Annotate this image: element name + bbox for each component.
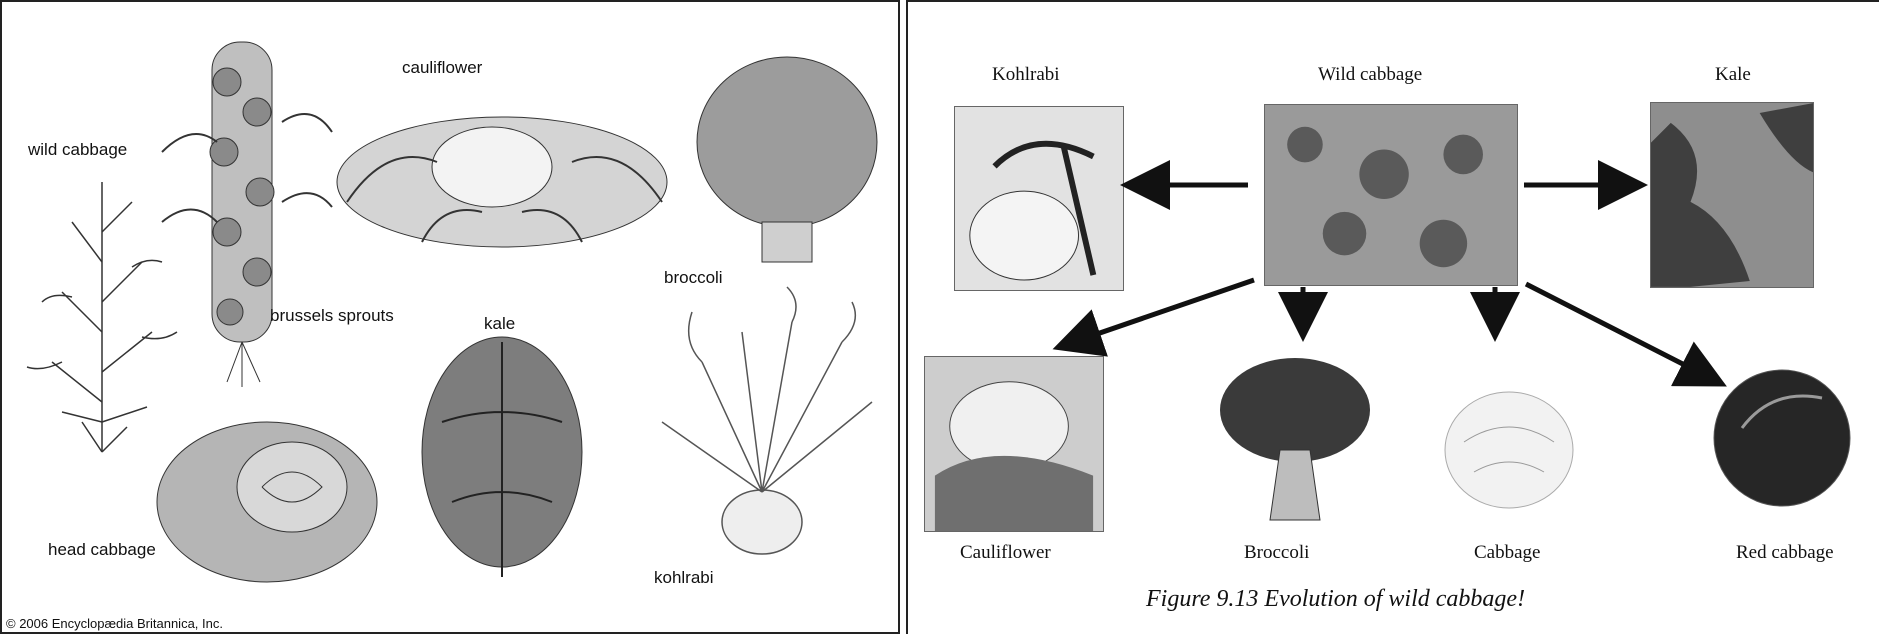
left-illustration-panel: wild cabbage cauliflower broccoli brusse… bbox=[0, 0, 900, 634]
label-cauliflower-bottom: Cauliflower bbox=[960, 542, 1051, 564]
label-cauliflower: cauliflower bbox=[402, 58, 482, 78]
label-cabbage-bottom: Cabbage bbox=[1474, 542, 1540, 564]
label-broccoli: broccoli bbox=[664, 268, 723, 288]
brussels-sprouts-drawing bbox=[162, 42, 332, 387]
label-wild-cabbage: wild cabbage bbox=[28, 140, 127, 160]
kohlrabi-drawing bbox=[662, 287, 872, 554]
label-broccoli-bottom: Broccoli bbox=[1244, 542, 1309, 564]
figure-caption: Figure 9.13 Evolution of wild cabbage! bbox=[1146, 586, 1525, 613]
label-kohlrabi: kohlrabi bbox=[654, 568, 714, 588]
right-diagram-panel: Kohlrabi Wild cabbage Kale bbox=[906, 0, 1879, 634]
cauliflower-drawing bbox=[337, 117, 667, 247]
evolution-arrows bbox=[908, 2, 1879, 636]
copyright-notice: © 2006 Encyclopædia Britannica, Inc. bbox=[6, 616, 223, 631]
arrow-to-cauliflower bbox=[1062, 280, 1254, 346]
wild-cabbage-drawing bbox=[27, 182, 177, 452]
label-red-cabbage-bottom: Red cabbage bbox=[1736, 542, 1834, 564]
head-cabbage-drawing bbox=[157, 422, 377, 582]
label-kale: kale bbox=[484, 314, 515, 334]
label-head-cabbage: head cabbage bbox=[48, 540, 156, 560]
broccoli-drawing bbox=[697, 57, 877, 262]
label-brussels-sprouts: brussels sprouts bbox=[270, 306, 394, 326]
kale-drawing bbox=[422, 337, 582, 577]
arrow-to-red-cabbage bbox=[1526, 284, 1718, 382]
